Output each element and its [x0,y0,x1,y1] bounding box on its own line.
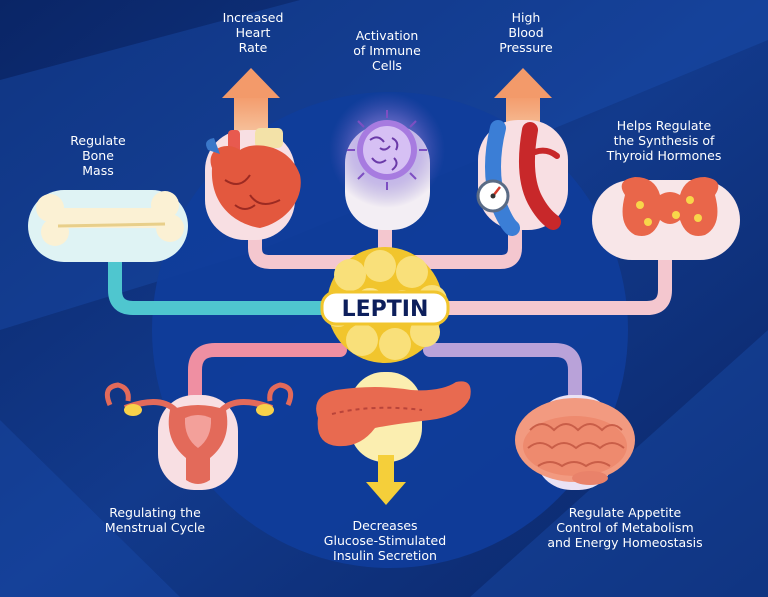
immune-cell-icon [329,92,445,208]
heart-icon [206,128,301,228]
label-thyroid: Helps Regulate the Synthesis of Thyroid … [606,118,722,163]
label-insulin: Decreases Glucose-Stimulated Insulin Sec… [323,518,447,563]
pancreas-icon [316,381,471,447]
label-blood-pressure: High Blood Pressure [499,10,553,55]
label-immune: Activation of Immune Cells [353,28,421,73]
uterus-icon [104,382,294,484]
label-menstrual: Regulating the Menstrual Cycle [104,505,206,535]
label-heart-rate: Increased Heart Rate [222,10,284,55]
thyroid-icon [621,177,719,236]
leptin-badge [320,290,450,326]
bone-icon [36,191,184,246]
brain-icon [515,398,635,485]
label-appetite: Regulate Appetite Control of Metabolism … [547,505,703,550]
background-stripe [0,420,180,597]
leptin-title: LEPTIN [342,297,429,322]
blood-vessel-gauge-icon [476,120,561,236]
label-bone: Regulate Bone Mass [70,133,126,178]
